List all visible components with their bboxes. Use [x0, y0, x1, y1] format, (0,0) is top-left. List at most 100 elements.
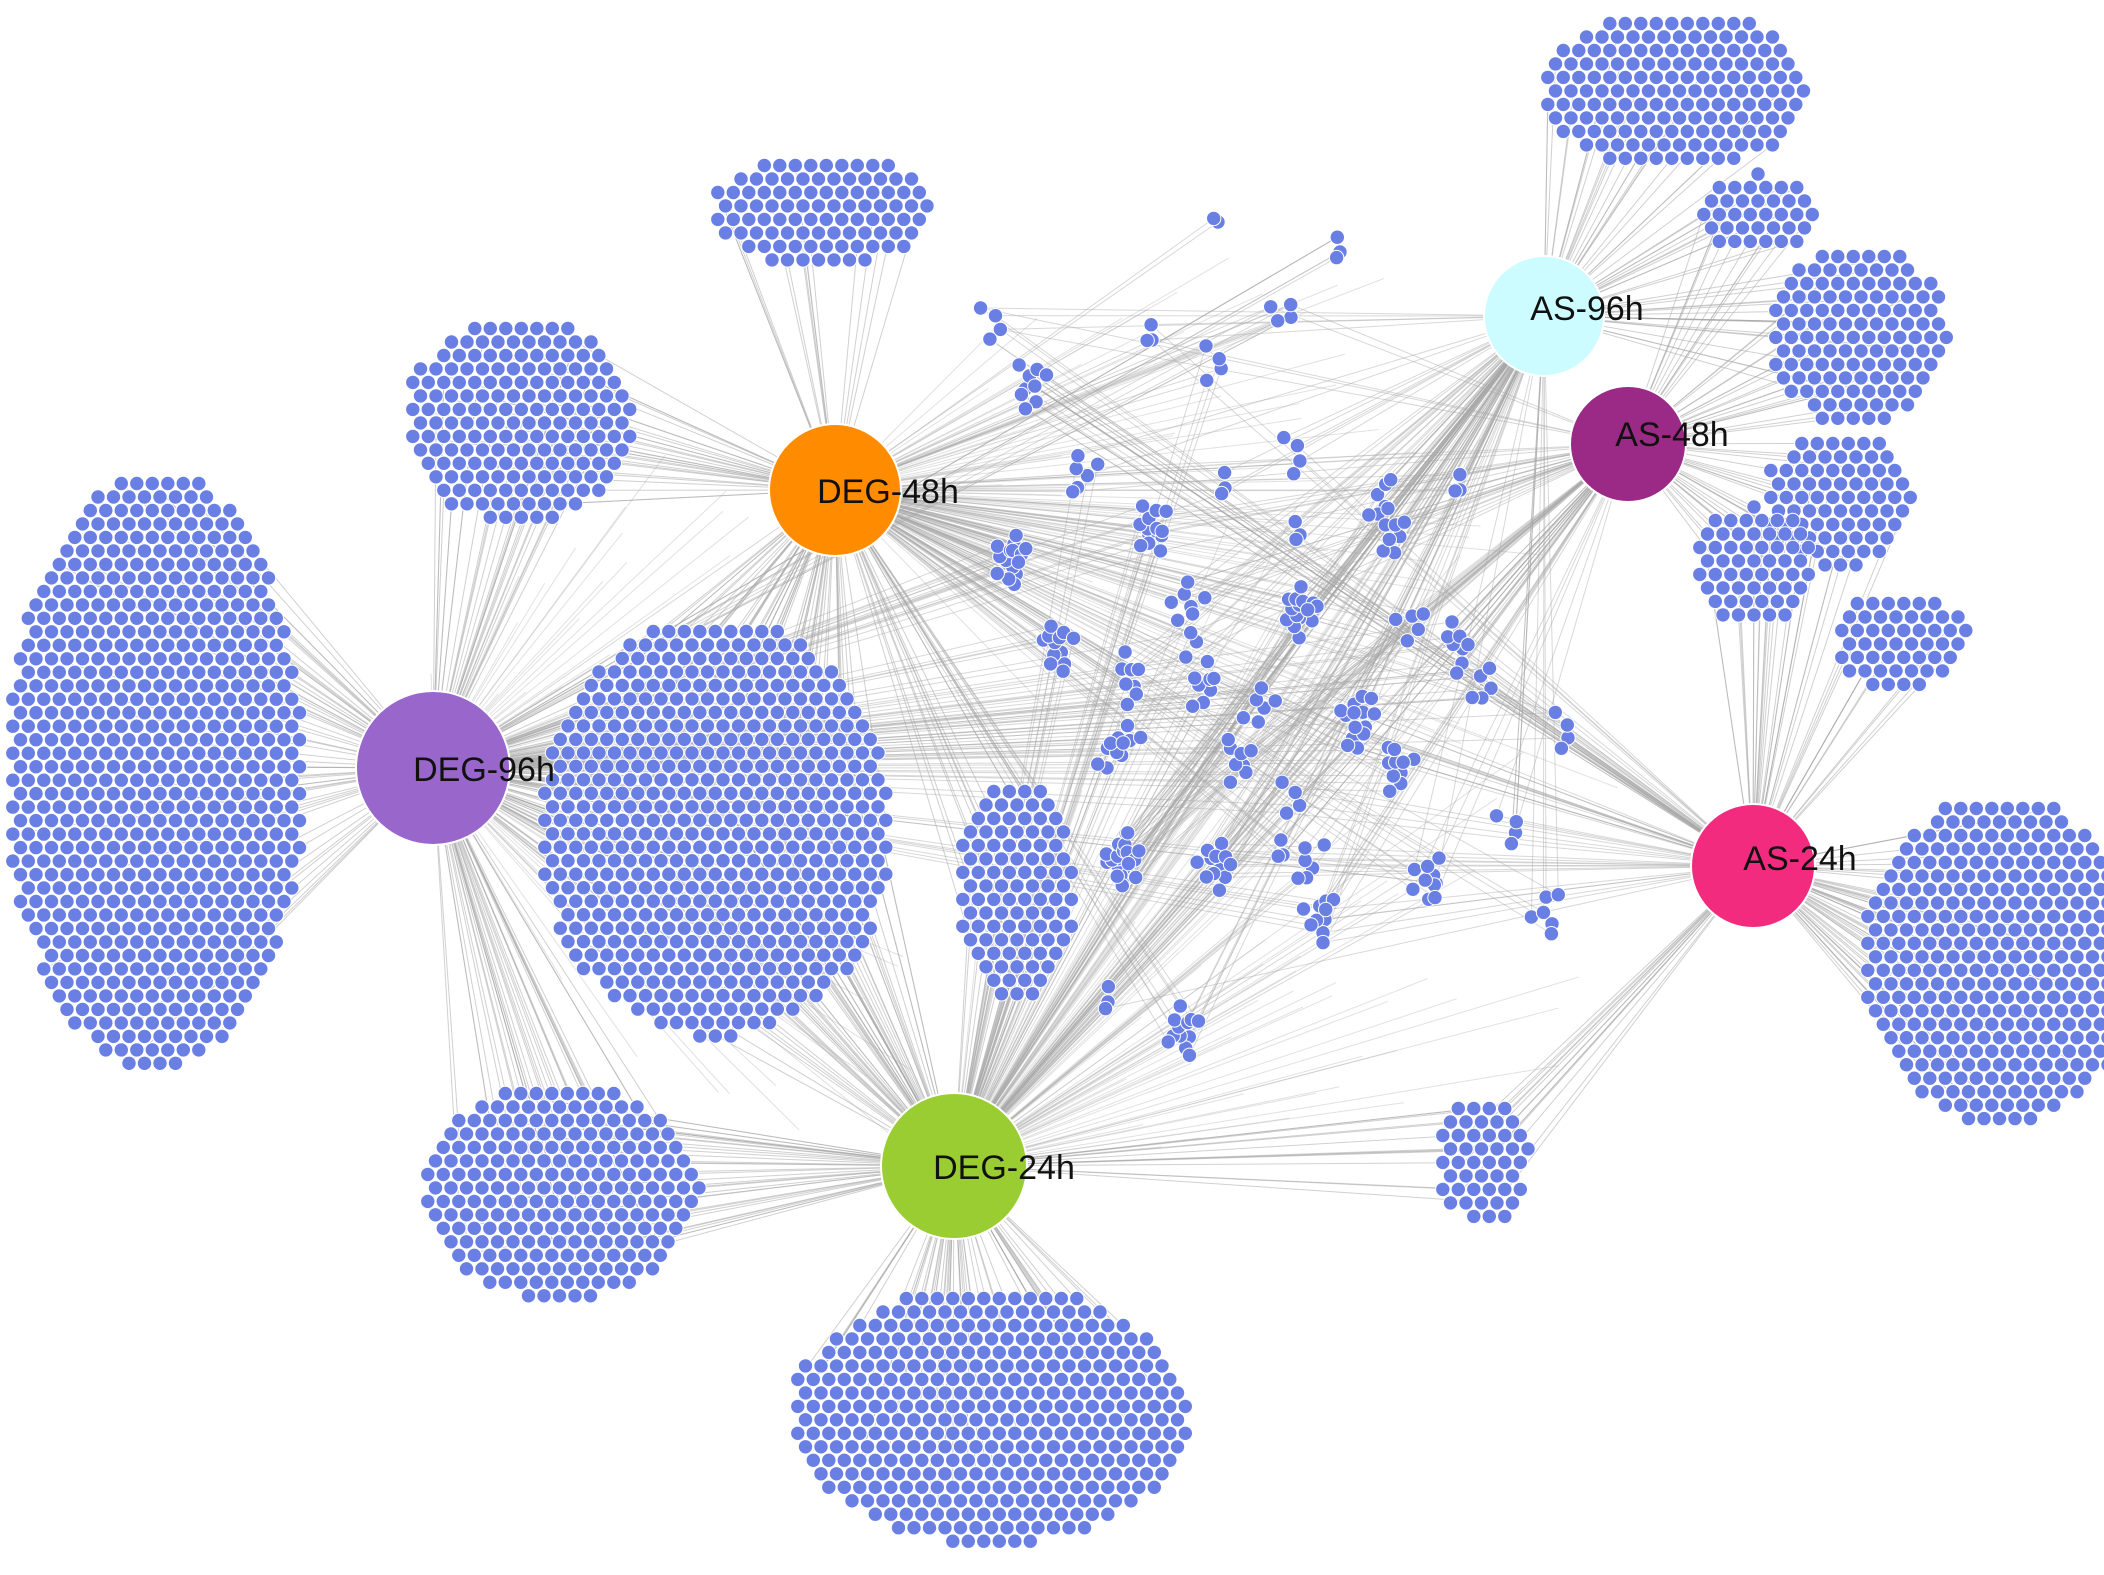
gene-node: [1609, 83, 1626, 99]
gene-node: [813, 1358, 829, 1374]
gene-node: [1001, 864, 1017, 881]
gene-node: [1442, 1195, 1459, 1211]
gene-node: [443, 415, 460, 431]
gene-node: [1045, 1439, 1062, 1455]
gene-node: [12, 732, 29, 748]
gene-node: [560, 880, 576, 896]
gene-node: [1333, 703, 1349, 719]
hub-as48[interactable]: AS-48h: [1569, 385, 1729, 503]
gene-node: [537, 866, 553, 882]
gene-node: [497, 1166, 513, 1183]
gene-node: [167, 893, 184, 910]
gene-node: [903, 171, 920, 187]
gene-node: [630, 1001, 646, 1017]
gene-node: [890, 1466, 907, 1482]
gene-node: [1772, 42, 1789, 59]
gene-node: [1772, 123, 1789, 140]
gene-node: [991, 1452, 1007, 1469]
gene-node: [253, 691, 269, 707]
gene-node: [723, 704, 739, 721]
gene-node: [435, 1193, 451, 1210]
gene-node: [1293, 579, 1309, 595]
gene-node: [284, 745, 300, 761]
gene-node: [443, 1153, 459, 1169]
gene-node: [1727, 179, 1743, 196]
gene-node: [1896, 595, 1912, 612]
gene-node: [844, 1412, 860, 1428]
gene-node: [74, 651, 91, 667]
gene-node: [883, 1506, 899, 1522]
gene-node: [1024, 797, 1041, 813]
gene-node: [74, 570, 91, 586]
gene-node: [1960, 1084, 1977, 1100]
gene-node: [606, 907, 623, 923]
gene-node: [1968, 1016, 1985, 1032]
gene-node: [800, 704, 816, 721]
gene-node: [1069, 1425, 1085, 1442]
gene-node: [521, 496, 537, 512]
gene-node: [497, 1139, 513, 1156]
gene-node: [1009, 905, 1025, 921]
gene-node: [2084, 841, 2101, 857]
gene-node: [769, 839, 785, 855]
gene-node: [622, 799, 638, 815]
gene-node: [1594, 56, 1610, 72]
gene-node: [1068, 460, 1084, 477]
gene-node: [443, 1180, 459, 1196]
gene-node: [198, 705, 215, 721]
gene-node: [152, 705, 168, 721]
gene-node: [787, 211, 803, 228]
gene-node: [1763, 489, 1779, 506]
gene-node: [51, 556, 67, 573]
gene-node: [818, 238, 834, 255]
gene-node: [823, 799, 840, 815]
gene-node: [2030, 1043, 2047, 1059]
gene-node: [1711, 233, 1728, 250]
gene-node: [482, 1166, 498, 1183]
gene-node: [906, 1493, 922, 1509]
gene-node: [1703, 193, 1720, 209]
gene-node: [823, 933, 840, 950]
gene-node: [707, 704, 723, 721]
edge: [753, 725, 955, 1167]
edge: [1125, 315, 1545, 685]
gene-node: [1814, 248, 1831, 265]
hub-deg96[interactable]: DEG-96h: [355, 690, 555, 846]
gene-node: [528, 1274, 544, 1291]
gene-node: [513, 1166, 529, 1183]
hub-deg24[interactable]: DEG-24h: [880, 1092, 1075, 1240]
gene-node: [692, 812, 708, 828]
gene-node: [676, 677, 692, 694]
gene-node: [505, 469, 522, 485]
gene-node: [1758, 179, 1774, 196]
gene-node: [1138, 1385, 1155, 1401]
gene-node: [520, 1261, 537, 1277]
gene-node: [1999, 989, 2016, 1005]
gene-node: [1162, 1371, 1178, 1388]
gene-node: [629, 1234, 645, 1250]
edge: [432, 721, 1259, 769]
hub-as24[interactable]: AS-24h: [1690, 803, 1857, 929]
hub-as96[interactable]: AS-96h: [1483, 255, 1644, 377]
gene-node: [1841, 609, 1858, 625]
gene-node: [1763, 462, 1779, 479]
gene-node: [661, 704, 677, 721]
gene-node: [43, 785, 60, 802]
edge: [1035, 401, 1754, 867]
gene-node: [160, 664, 176, 680]
edge: [1496, 865, 1754, 1204]
edge: [953, 781, 1231, 1167]
gene-node: [559, 1166, 575, 1183]
gene-node: [466, 1166, 482, 1183]
gene-node: [1695, 42, 1711, 59]
hub-deg48[interactable]: DEG-48h: [768, 423, 959, 557]
gene-node: [614, 785, 630, 801]
edge: [953, 704, 1128, 1167]
gene-node: [622, 428, 638, 445]
gene-node: [82, 691, 99, 707]
gene-node: [559, 1139, 575, 1156]
gene-node: [1045, 1331, 1062, 1347]
gene-node: [167, 732, 184, 748]
gene-node: [738, 704, 754, 721]
gene-node: [653, 933, 669, 950]
